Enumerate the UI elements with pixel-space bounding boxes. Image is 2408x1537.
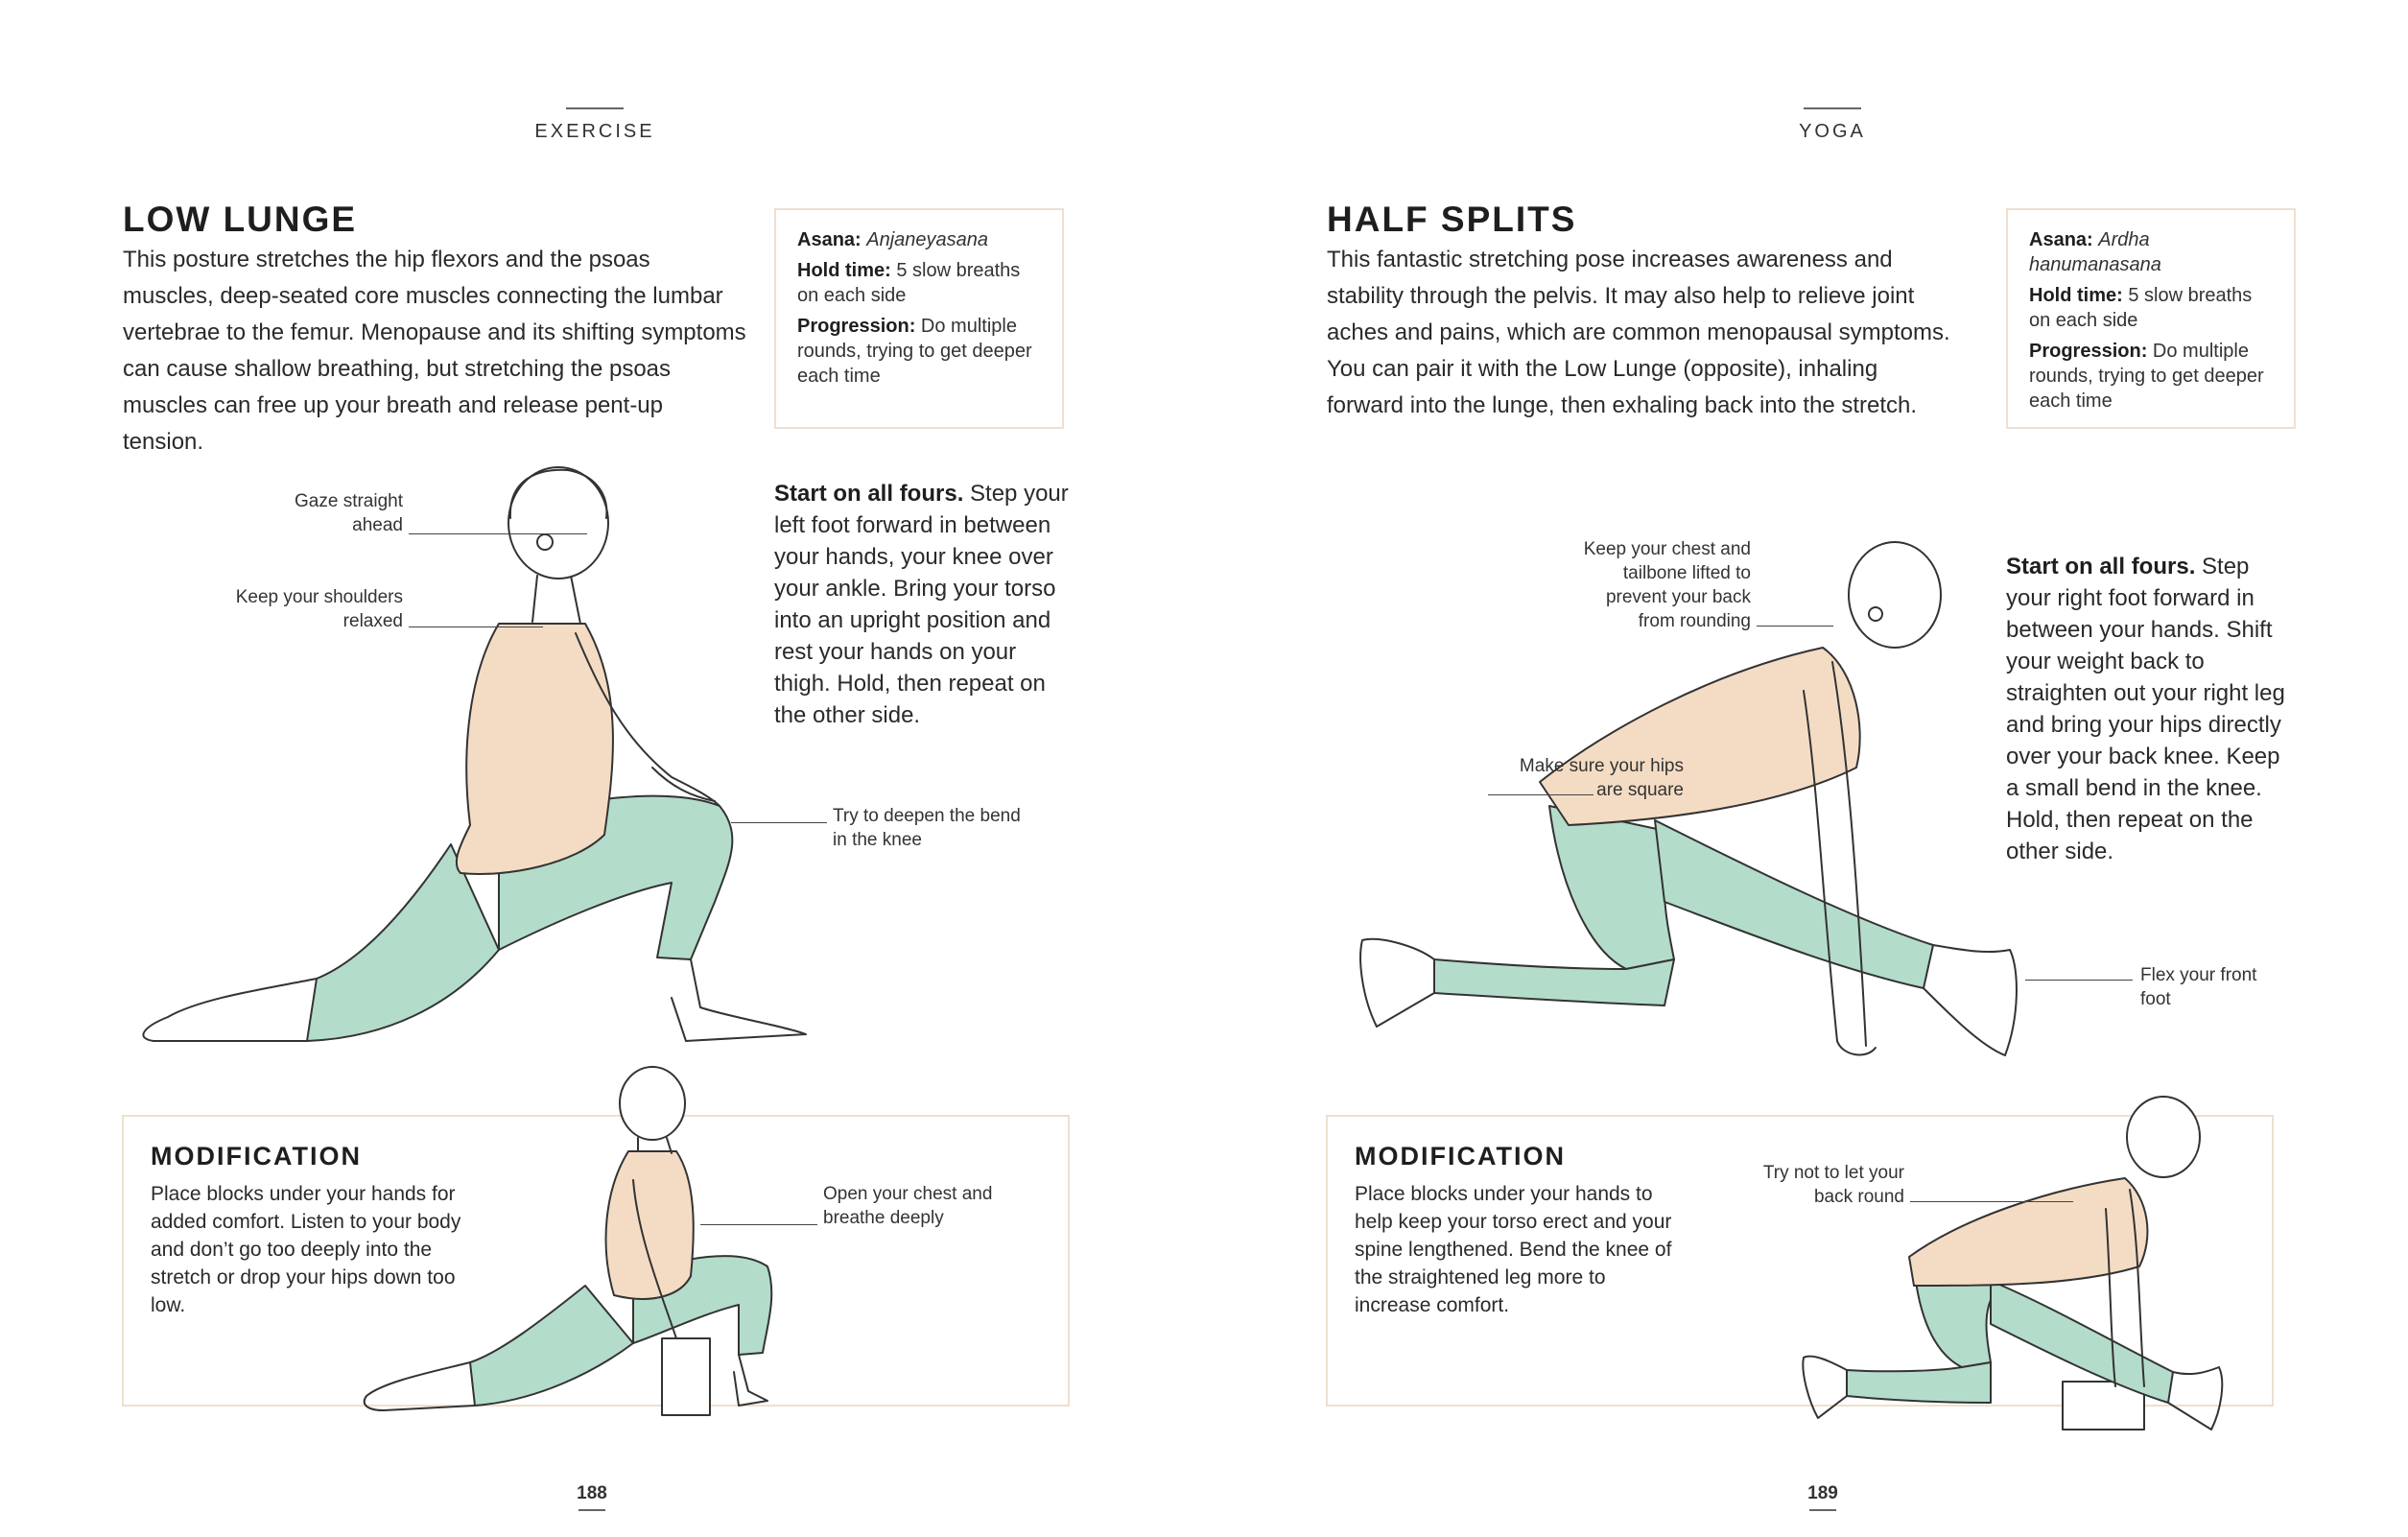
running-head: YOGA	[1727, 107, 1938, 143]
left-page: EXERCISE LOW LUNGE This posture stretche…	[0, 0, 1204, 1537]
right-page: YOGA HALF SPLITS This fantastic stretchi…	[1204, 0, 2408, 1537]
callout-chest: Open your chest and breathe deeply	[823, 1184, 993, 1228]
leader-line	[1910, 1201, 2073, 1202]
low-lunge-illustration	[142, 466, 807, 1042]
leader-line	[1488, 794, 1594, 795]
instructions: Start on all fours. Step your right foot…	[2006, 554, 2285, 864]
modification-title: MODIFICATION	[151, 1142, 362, 1170]
half-splits-illustration	[1359, 541, 2018, 1056]
asana-line: Asana: Anjaneyasana	[797, 229, 989, 250]
callout-chest: Keep your chest and tailbone lifted to p…	[1583, 539, 1751, 631]
leader-line	[409, 533, 587, 534]
callout-gaze: Gaze straight ahead	[295, 491, 403, 535]
page-title: HALF SPLITS	[1327, 200, 1577, 239]
intro-paragraph: This posture stretches the hip flexors a…	[123, 247, 746, 455]
low-lunge-modification-illustration	[363, 1066, 773, 1416]
progression-line: Progression: Do multiple rounds, trying …	[2029, 341, 2264, 412]
callout-shoulders: Keep your shoulders relaxed	[235, 587, 403, 631]
callout-hips: Make sure your hips are square	[1519, 756, 1684, 800]
leader-line	[700, 1224, 817, 1225]
running-head: EXERCISE	[489, 107, 700, 143]
half-splits-modification-illustration	[1802, 1096, 2224, 1431]
info-box: Asana: Ardha hanumanasana Hold time: 5 s…	[2006, 208, 2296, 429]
hold-time-line: Hold time: 5 slow breaths on each side	[2029, 285, 2253, 331]
intro-paragraph: This fantastic stretching pose increases…	[1327, 247, 1950, 418]
leader-line	[1757, 626, 1833, 627]
asana-line: Asana: Ardha hanumanasana	[2029, 229, 2161, 275]
info-box: Asana: Anjaneyasana Hold time: 5 slow br…	[774, 208, 1064, 429]
leader-line	[2025, 980, 2133, 981]
modification-box	[1326, 1115, 2274, 1407]
callout-foot: Flex your front foot	[2140, 965, 2257, 1009]
modification-title: MODIFICATION	[1355, 1142, 1566, 1170]
hold-time-line: Hold time: 5 slow breaths on each side	[797, 260, 1021, 306]
instructions: Start on all fours. Step your left foot …	[774, 481, 1069, 728]
page-number: 189	[1784, 1483, 1861, 1511]
leader-line	[731, 822, 827, 823]
modification-text: Place blocks under your hands to help ke…	[1355, 1183, 1672, 1316]
page-title: LOW LUNGE	[123, 200, 358, 239]
modification-text: Place blocks under your hands for added …	[151, 1183, 461, 1316]
callout-back: Try not to let your back round	[1762, 1163, 1904, 1207]
page-number: 188	[554, 1483, 630, 1511]
callout-knee: Try to deepen the bend in the knee	[833, 806, 1021, 850]
modification-box	[122, 1115, 1070, 1407]
progression-line: Progression: Do multiple rounds, trying …	[797, 316, 1032, 387]
